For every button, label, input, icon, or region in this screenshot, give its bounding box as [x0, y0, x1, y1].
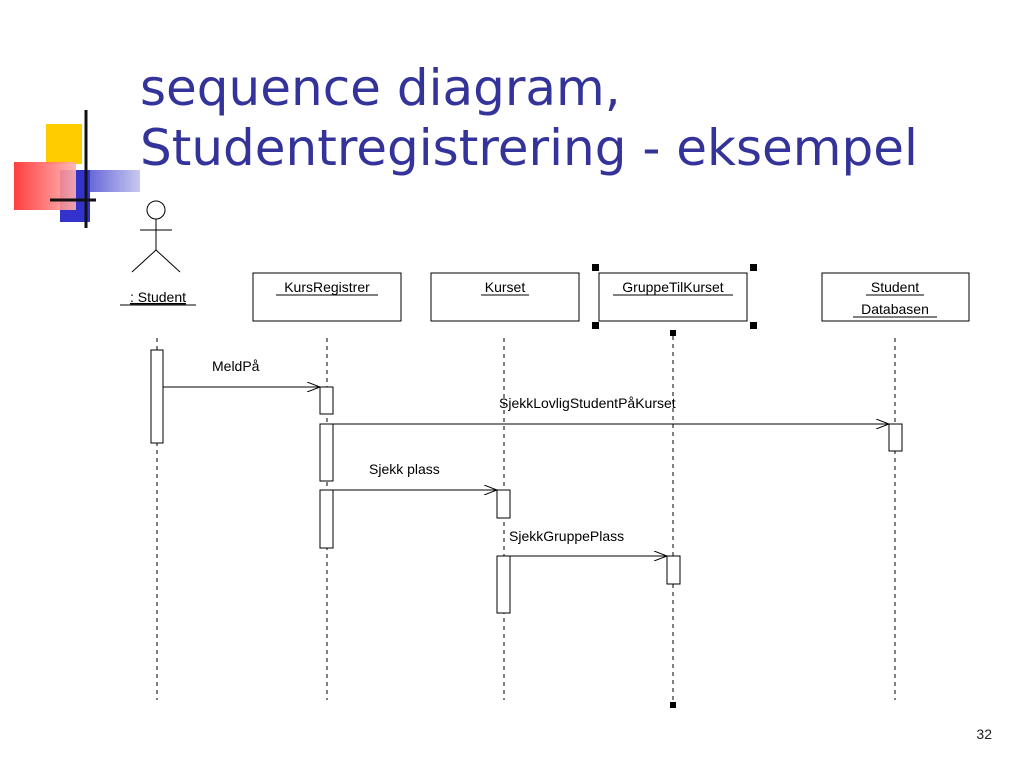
message-label: MeldPå: [212, 358, 260, 374]
message-meldpa[interactable]: MeldPå: [163, 358, 320, 387]
object-kurset[interactable]: Kurset: [430, 272, 580, 322]
selection-handle[interactable]: [670, 330, 676, 336]
message-label: SjekkGruppePlass: [509, 528, 624, 544]
title-line-1: sequence diagram,: [140, 59, 621, 117]
object-label-line2: Databasen: [861, 301, 929, 317]
decorative-logo: [14, 110, 140, 228]
object-student-databasen[interactable]: Student Databasen: [821, 272, 970, 322]
message-sjekk-plass[interactable]: Sjekk plass: [333, 461, 497, 490]
object-label: GruppeTilKurset: [622, 279, 724, 295]
selection-handle[interactable]: [750, 264, 757, 271]
selection-handle[interactable]: [592, 322, 599, 329]
actor-student[interactable]: : Student: [120, 200, 196, 306]
message-sjekkgruppeplass[interactable]: SjekkGruppePlass: [509, 528, 667, 556]
lifelines: [156, 336, 896, 704]
object-label: KursRegistrer: [284, 279, 370, 295]
actor-head-icon: [146, 200, 166, 220]
message-label: SjekkLovligStudentPåKurset: [499, 395, 676, 411]
activation-bar: [888, 423, 903, 452]
activation-bar: [319, 489, 334, 549]
message-sjekklovligstudentpakurset[interactable]: SjekkLovligStudentPåKurset: [333, 395, 889, 424]
title-line-2: Studentregistrering - eksempel: [140, 119, 918, 177]
activation-bar: [666, 555, 681, 585]
object-kursregistrer[interactable]: KursRegistrer: [252, 272, 402, 322]
activation-bars: [150, 349, 903, 614]
activation-bar: [319, 423, 334, 482]
actor-label: : Student: [130, 289, 186, 305]
activation-bar: [496, 489, 511, 519]
slide-title: sequence diagram, Studentregistrering - …: [140, 58, 1000, 178]
selection-handle[interactable]: [670, 702, 676, 708]
object-label: Student: [871, 279, 919, 295]
message-label: Sjekk plass: [369, 461, 440, 477]
activation-bar: [150, 349, 164, 444]
page-number: 32: [976, 726, 992, 742]
activation-bar: [496, 555, 511, 614]
selection-handle[interactable]: [750, 322, 757, 329]
selection-handle[interactable]: [592, 264, 599, 271]
object-gruppetilkurset[interactable]: GruppeTilKurset: [592, 264, 757, 329]
activation-bar: [319, 386, 334, 415]
object-label: Kurset: [485, 279, 526, 295]
